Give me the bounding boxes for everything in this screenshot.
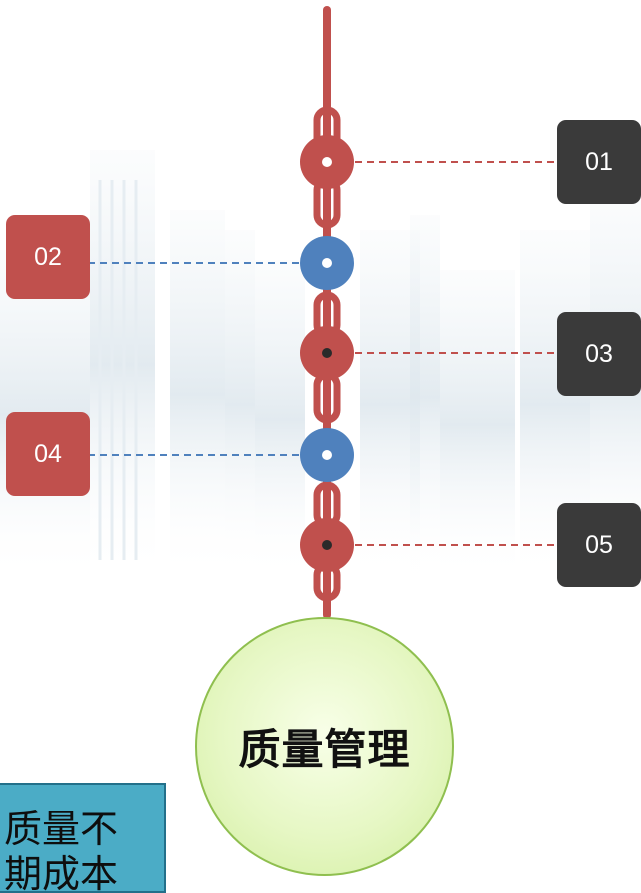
center-title: 质量管理 (238, 725, 411, 774)
node-dot-01 (322, 157, 332, 167)
node-dot-05 (322, 540, 332, 550)
tag-01: 01 (557, 120, 641, 204)
note-line-1: 质量不 (4, 807, 119, 851)
note-box: 质量不 期成本 (0, 783, 166, 893)
tag-05: 05 (557, 503, 641, 587)
tag-04: 04 (6, 412, 90, 496)
node-dot-02 (322, 258, 332, 268)
tag-02: 02 (6, 215, 90, 299)
tag-01-label: 01 (585, 148, 613, 176)
tag-05-label: 05 (585, 531, 613, 559)
node-dot-04 (322, 450, 332, 460)
node-dot-03 (322, 348, 332, 358)
center-circle: 质量管理 (195, 617, 454, 876)
tag-03-label: 03 (585, 340, 613, 368)
tag-03: 03 (557, 312, 641, 396)
note-line-2: 期成本 (4, 852, 119, 893)
tag-04-label: 04 (34, 440, 62, 468)
tag-02-label: 02 (34, 243, 62, 271)
